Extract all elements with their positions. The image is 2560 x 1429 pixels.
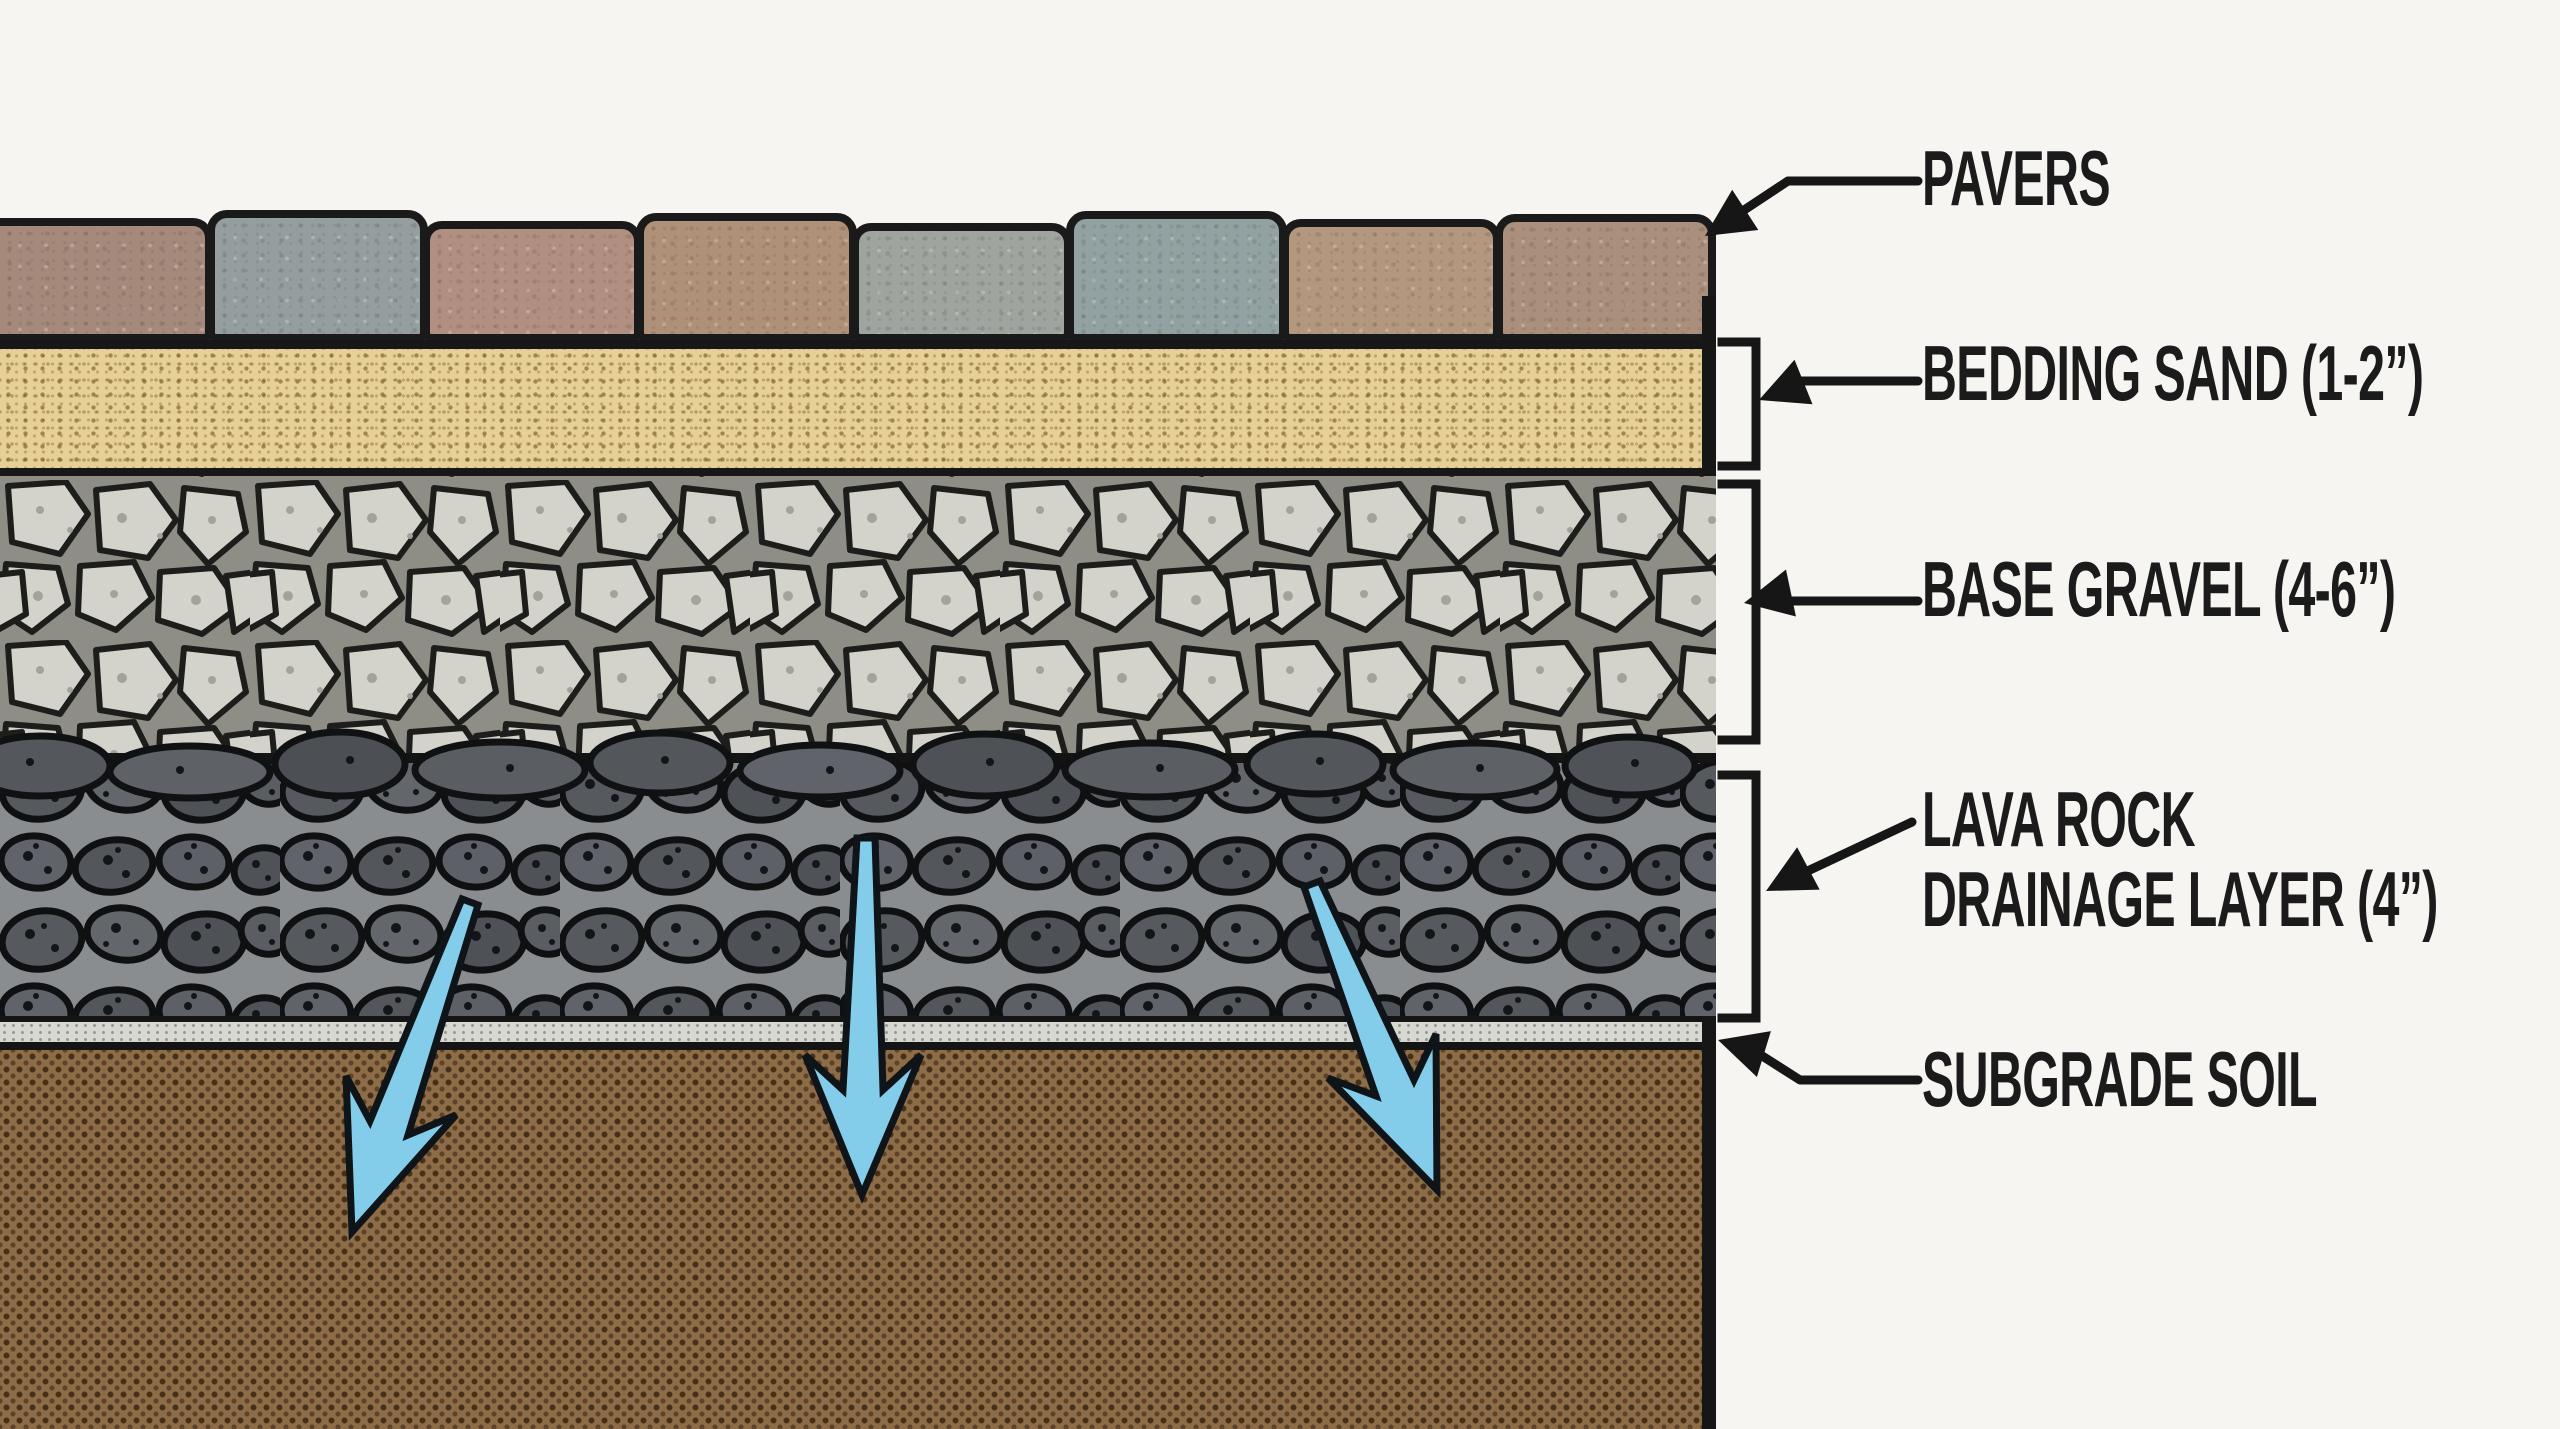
- label-lava-rock-line1: LAVA ROCK: [1922, 775, 2196, 863]
- leader-line-subgrade-soil: [1740, 1040, 1923, 1085]
- label-pavers: PAVERS: [1922, 134, 2111, 222]
- water-arrow-right: [1299, 876, 1441, 1199]
- lava-boundary-rocks: [0, 728, 1699, 802]
- label-base-gravel: BASE GRAVEL (4-6”): [1922, 545, 2396, 633]
- label-lava-rock-line2: DRAINAGE LAYER (4”): [1922, 855, 2438, 943]
- paver-block: [421, 221, 643, 342]
- arrowhead-subgrade-soil: [1718, 1031, 1771, 1077]
- bracket-lava-rock: [1717, 770, 1761, 1023]
- paver-block: [1495, 214, 1716, 342]
- paver-block: [0, 218, 213, 342]
- bracket-bedding-sand: [1717, 337, 1761, 471]
- lava-boundary-speckles: [26, 756, 1639, 774]
- base-gravel-layer: [0, 476, 1716, 760]
- water-arrow-middle: [801, 834, 925, 1205]
- paver-block: [851, 223, 1072, 342]
- arrowhead-pavers: [1705, 189, 1759, 236]
- leader-line-lava-rock: [1792, 817, 1917, 881]
- arrowhead-lava-rock: [1766, 847, 1820, 891]
- leader-line-pavers: [1721, 176, 1923, 227]
- paver-block: [636, 213, 857, 342]
- label-subgrade-soil: SUBGRADE SOIL: [1922, 1035, 2318, 1123]
- arrowhead-bedding-sand: [1759, 359, 1813, 405]
- bracket-base-gravel: [1717, 479, 1761, 745]
- paver-block: [1280, 219, 1502, 342]
- bedding-sand-layer: [0, 340, 1716, 476]
- label-bedding-sand: BEDDING SAND (1-2”): [1922, 329, 2424, 417]
- pavers-layer: [0, 208, 1716, 342]
- paver-block: [1065, 211, 1287, 342]
- water-arrow-left: [342, 894, 483, 1241]
